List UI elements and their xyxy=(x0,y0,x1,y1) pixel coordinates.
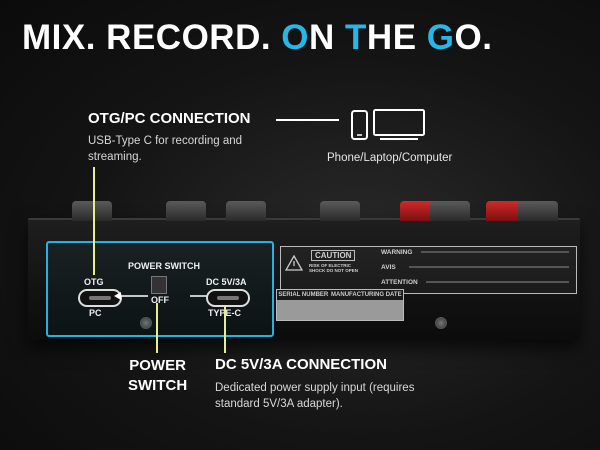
dc-port-label: DC 5V/3A xyxy=(206,277,247,287)
screw-icon xyxy=(140,317,152,329)
otg-callout-title: OTG/PC CONNECTION xyxy=(88,110,251,127)
knob xyxy=(518,201,558,221)
otg-connector-line xyxy=(276,119,339,121)
dc-usb-c-port[interactable] xyxy=(206,289,250,307)
headline: MIX. RECORD. ON THE GO. xyxy=(22,18,493,57)
knob xyxy=(72,201,112,221)
caution-subtext: RISK OF ELECTRIC SHOCK DO NOT OPEN xyxy=(309,263,359,273)
power-switch-callout-title: POWER SWITCH xyxy=(128,357,188,394)
red-knob xyxy=(486,201,526,221)
phone-icon xyxy=(351,110,368,140)
caution-label: CAUTION RISK OF ELECTRIC SHOCK DO NOT OP… xyxy=(280,246,577,294)
off-label: OFF xyxy=(151,295,169,305)
dc-pointer-line xyxy=(224,305,226,353)
warning-triangle-icon xyxy=(285,255,303,271)
knob xyxy=(166,201,206,221)
device-icons xyxy=(351,109,425,140)
otg-pointer-line xyxy=(93,167,95,275)
serial-number-label: SERIAL NUMBER MANUFACTURING DATE xyxy=(276,289,404,321)
dc-callout-description: Dedicated power supply input (requires s… xyxy=(215,382,415,410)
monitor-icon xyxy=(373,109,425,140)
attention-heading: ATTENTION xyxy=(381,279,418,286)
power-switch-pointer-line xyxy=(156,303,158,353)
avis-heading: AVIS xyxy=(381,264,396,271)
knob xyxy=(320,201,360,221)
otg-callout-description: USB-Type C for recording and streaming. xyxy=(88,135,243,163)
dc-callout-title: DC 5V/3A CONNECTION xyxy=(215,356,387,373)
otg-port-label: OTG xyxy=(84,277,104,287)
pc-port-label: PC xyxy=(89,308,102,318)
caution-heading: CAUTION xyxy=(311,250,356,261)
serial-number-heading: SERIAL NUMBER xyxy=(278,292,329,298)
knob xyxy=(430,201,470,221)
warning-heading: WARNING xyxy=(381,249,413,256)
arrow-left-icon xyxy=(114,292,121,300)
manufacturing-date-heading: MANUFACTURING DATE xyxy=(331,292,402,298)
power-switch-label: POWER SWITCH xyxy=(128,261,200,271)
knob xyxy=(226,201,266,221)
screw-icon xyxy=(435,317,447,329)
device-caption: Phone/Laptop/Computer xyxy=(327,152,453,164)
connection-panel-highlight: OTG PC POWER SWITCH OFF DC 5V/3A TYPE-C xyxy=(46,241,274,337)
power-switch[interactable] xyxy=(151,276,167,294)
